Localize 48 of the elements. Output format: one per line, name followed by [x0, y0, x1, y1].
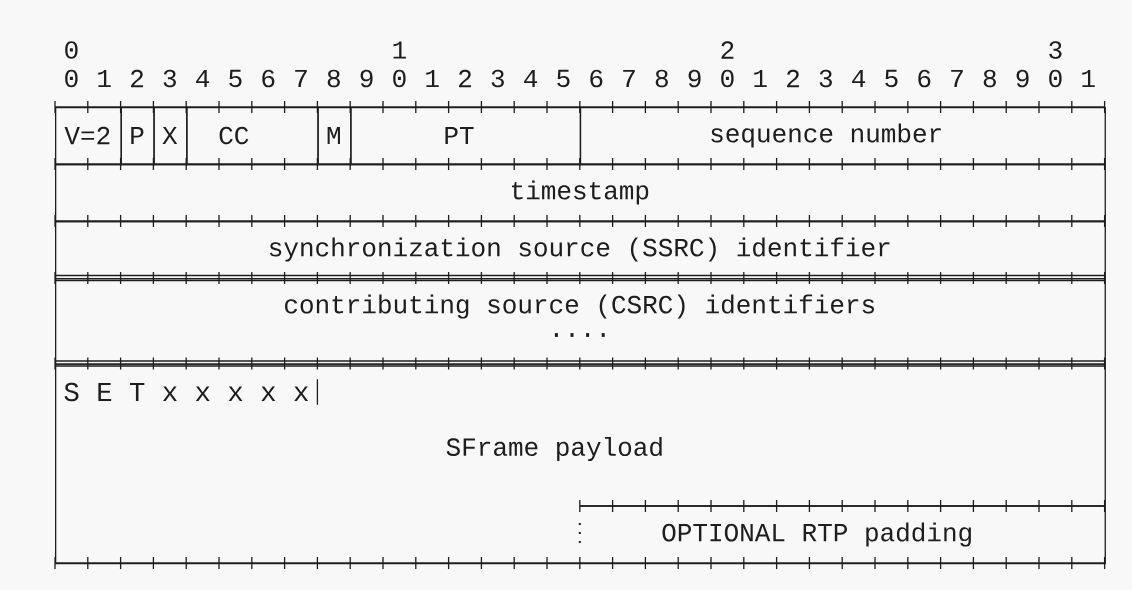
bit-number: 6 [918, 69, 931, 88]
header-field: S E T x x x x x [64, 378, 319, 406]
bit-number: 8 [327, 69, 340, 88]
bit-number: 0 [65, 41, 78, 59]
bit-number: 1 [393, 41, 406, 59]
bit-number: 7 [623, 69, 635, 88]
bit-number: 3 [163, 69, 176, 88]
bit-number: 8 [983, 69, 996, 88]
bit-number: 1 [426, 69, 439, 88]
field-box: X [153, 107, 188, 166]
field-box: P [120, 107, 155, 166]
bit-number: 3 [819, 69, 832, 88]
bit-number: 6 [590, 69, 603, 88]
bit-number: 0 [393, 69, 406, 88]
bit-number: 8 [655, 69, 668, 88]
bit-number: 1 [98, 69, 111, 88]
bit-number: 9 [1016, 69, 1029, 88]
bit-number: 7 [951, 69, 963, 88]
field-box: V=2 [55, 107, 122, 166]
padding-field: OPTIONAL RTP padding [578, 505, 1106, 549]
bit-number: 2 [787, 69, 799, 88]
bit-number: 1 [1082, 69, 1095, 88]
bit-number: 3 [491, 69, 504, 88]
field-box: synchronization source (SSRC) identifier [55, 221, 1106, 280]
bit-number: 7 [295, 69, 307, 88]
bit-number: 9 [360, 69, 373, 88]
field-box: contributing source (CSRC) identifiers .... [55, 278, 1106, 365]
bit-number: 0 [721, 69, 734, 88]
bit-number: 2 [721, 41, 734, 59]
bit-number: 3 [1049, 41, 1062, 59]
bit-number: 5 [885, 69, 898, 88]
bit-number: 6 [262, 69, 275, 88]
bit-number: 0 [65, 69, 78, 88]
bit-number: 5 [557, 69, 570, 88]
bit-number: 0 [1049, 69, 1062, 88]
bit-number: 4 [196, 69, 210, 88]
field-box: CC [186, 107, 319, 166]
field-box: PT [350, 107, 582, 166]
bit-number: 9 [688, 69, 701, 88]
bit-number: 4 [524, 69, 538, 88]
field-box: sequence number [579, 107, 1106, 166]
bit-number: 2 [131, 69, 143, 88]
field-box: M [317, 107, 352, 166]
bit-number: 1 [754, 69, 767, 88]
bit-number: 2 [459, 69, 471, 88]
field-box: timestamp [55, 164, 1106, 223]
bit-number: 4 [852, 69, 866, 88]
bit-number: 5 [229, 69, 242, 88]
